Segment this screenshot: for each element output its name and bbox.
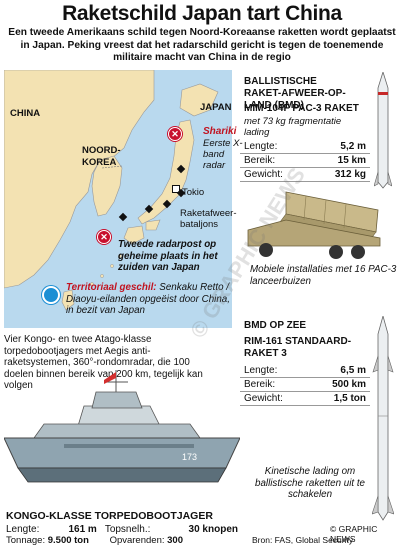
sm3-missile-icon: [372, 316, 394, 521]
land-header: BALLISTISCHE RAKET-AFWEER-OP-LAND (BMD): [244, 76, 346, 111]
land-missile-note: met 73 kg fragmentatie lading: [244, 116, 342, 138]
kongo-row-2: Tonnage: 9.500 ton Opvarenden: 300: [6, 535, 183, 546]
ships-text: Vier Kongo- en twee Atago-klasse torpedo…: [4, 334, 203, 391]
sea-missile-name: RIM-161 STANDAARD-RAKET 3: [244, 336, 352, 359]
table-row: Lengte:161 m Topsnelh.:30 knopen: [6, 524, 238, 535]
table-row: Gewicht:1,5 ton: [240, 391, 370, 406]
territory-note: Territoriaal geschil: Senkaku Retto / Di…: [66, 282, 230, 317]
table-row: Lengte:5,2 m: [240, 140, 370, 154]
label-north-korea: NOORD-KOREA: [82, 145, 121, 168]
hull-number: 173: [182, 452, 197, 462]
radar-marker-icon: ✕: [97, 230, 111, 244]
territory-desc: Senkaku Retto / Diaoyu-eilanden opgeëist…: [66, 282, 230, 316]
table-row: Bereik:15 km: [240, 153, 370, 168]
table-row: Lengte:6,5 m: [240, 364, 370, 378]
subtitle: Een tweede Amerikaans schild tegen Noord…: [8, 27, 396, 64]
land-caption: Mobiele installaties met 16 PAC-3 lancee…: [250, 264, 397, 287]
land-spec-table: Lengte:5,2 m Bereik:15 km Gewicht:312 kg: [240, 140, 370, 182]
label-shariki-desc: Eerste X-band radar: [203, 138, 243, 171]
kongo-spec-table: Lengte:161 m Topsnelh.:30 knopen: [2, 522, 242, 537]
map: [4, 70, 232, 328]
sea-caption: Kinetische lading om ballistische rakett…: [255, 466, 365, 500]
table-row: Bereik:500 km: [240, 377, 370, 392]
pac3-missile-icon: [374, 72, 392, 189]
label-japan: JAPAN: [200, 102, 232, 113]
label-shariki: Shariki: [203, 126, 237, 137]
destroyer-ship-icon: 173: [4, 370, 240, 483]
source: Bron: FAS, Global Security: [252, 535, 354, 545]
radar-marker-icon: ✕: [168, 127, 182, 141]
launcher-truck-icon: [247, 191, 381, 259]
label-tokyo: Tokio: [182, 187, 205, 198]
land-missile-name: MIM-104F PAC-3 RAKET: [244, 103, 359, 114]
label-battalions: Raketafweer-bataljons: [180, 208, 237, 230]
label-second-radar: Tweede radarpost op geheime plaats in he…: [118, 239, 218, 273]
territory-marker-icon: [42, 286, 60, 304]
sea-spec-table: Lengte:6,5 m Bereik:500 km Gewicht:1,5 t…: [240, 364, 370, 406]
kongo-header: KONGO-KLASSE TORPEDOBOOTJAGER: [6, 510, 213, 522]
table-row: Gewicht:312 kg: [240, 167, 370, 182]
label-china: CHINA: [10, 108, 41, 119]
credit: © GRAPHIC NEWS: [330, 524, 378, 544]
sea-header: BMD OP ZEE: [244, 320, 307, 331]
territory-title: Territoriaal geschil:: [66, 282, 157, 293]
page-title: Raketschild Japan tart China: [62, 2, 342, 25]
